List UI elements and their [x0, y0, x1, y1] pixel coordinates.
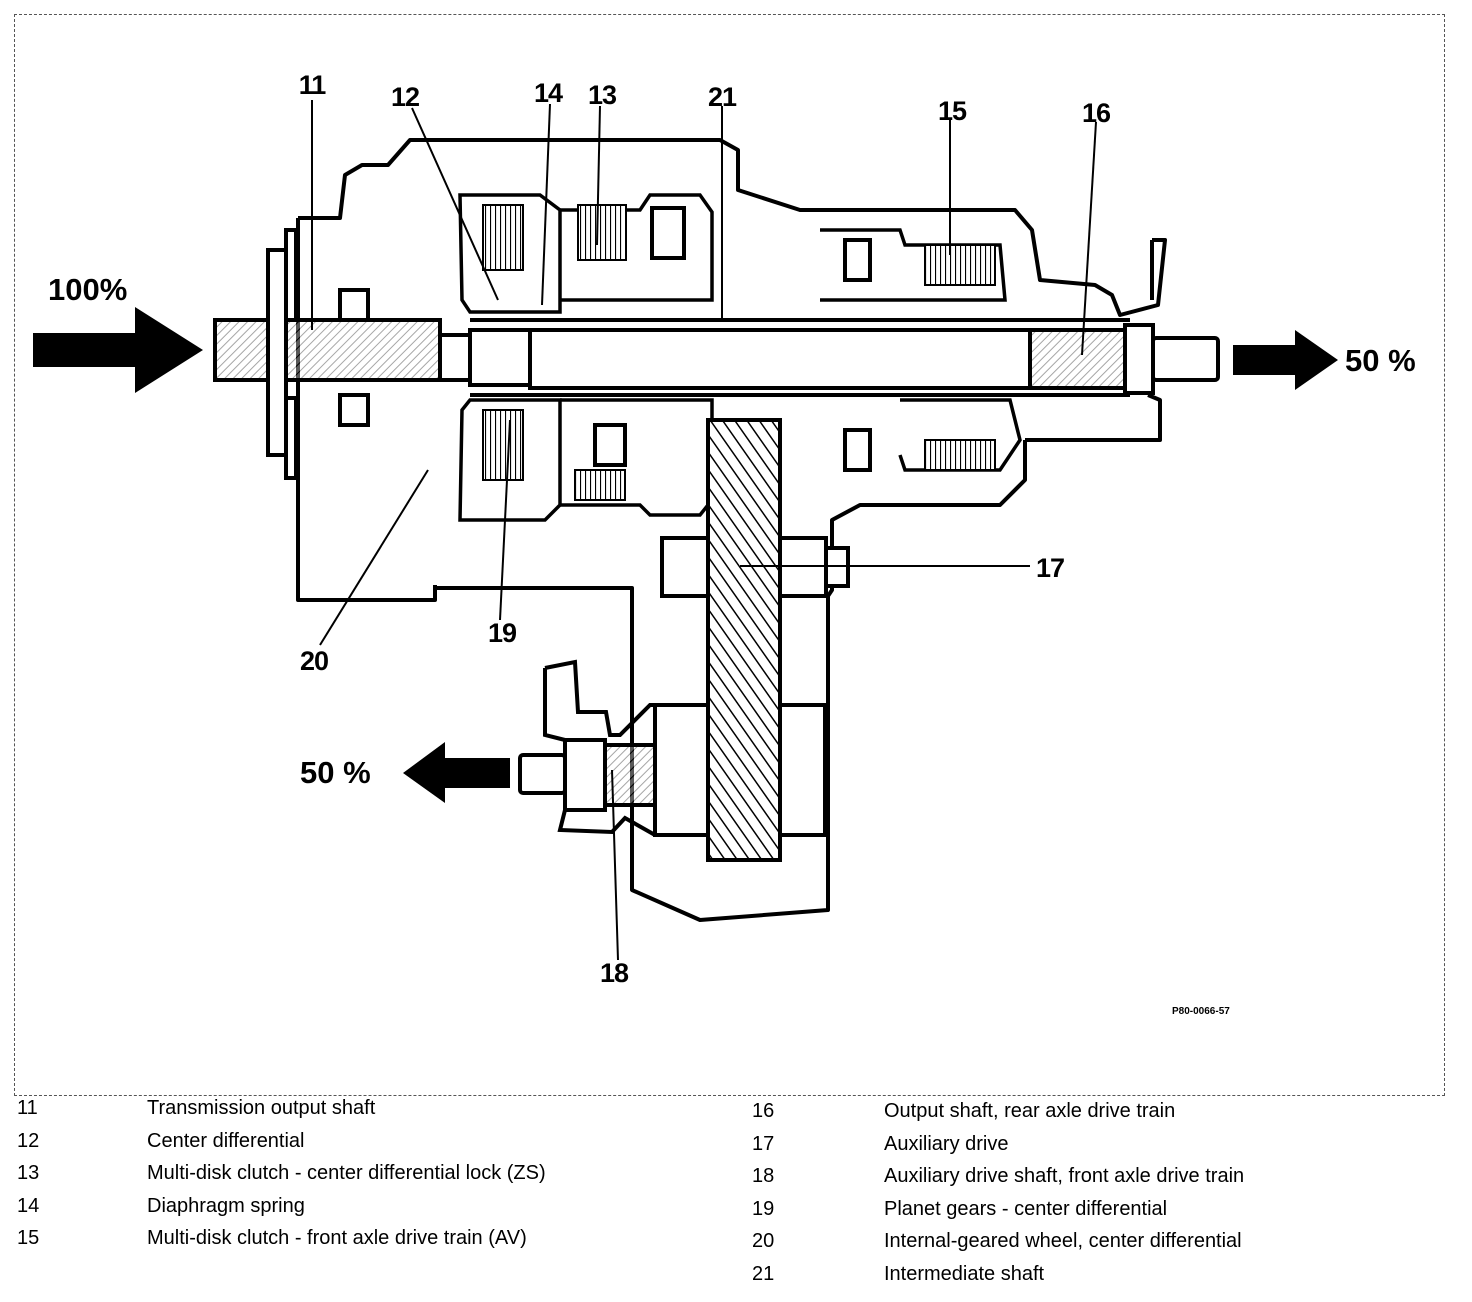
auxiliary-drive-shaft — [518, 659, 657, 837]
legend-item: 17 Auxiliary drive — [752, 1133, 1452, 1166]
housing-outline — [296, 138, 1167, 922]
legend-description: Auxiliary drive shaft, front axle drive … — [884, 1165, 1245, 1187]
rear-output-shaft — [1028, 323, 1220, 395]
front-output-percentage-label: 50 % — [300, 755, 371, 790]
legend-item: 15 Multi-disk clutch - front axle drive … — [17, 1227, 717, 1260]
legend-number: 12 — [17, 1129, 40, 1152]
legend-item: 11 Transmission output shaft — [17, 1097, 717, 1130]
legend-description: Output shaft, rear axle drive train — [884, 1100, 1176, 1122]
legend-number: 13 — [17, 1162, 40, 1184]
legend-number: 19 — [752, 1197, 775, 1220]
callout-11: 11 — [298, 70, 327, 100]
legend-item: 13 Multi-disk clutch - center differenti… — [17, 1162, 717, 1195]
auxiliary-drive-gear — [653, 418, 850, 862]
input-arrow-icon — [33, 307, 203, 393]
callout-15: 15 — [937, 96, 967, 126]
legend-description: Multi-disk clutch - center differential … — [147, 1162, 546, 1184]
clutch-packs — [482, 204, 996, 501]
callout-14: 14 — [533, 78, 563, 108]
legend-number: 15 — [17, 1227, 40, 1249]
center-differential-housing — [458, 193, 1022, 522]
legend-description: Center differential — [147, 1129, 305, 1152]
legend-item: 14 Diaphragm spring — [17, 1195, 717, 1228]
legend-description: Transmission output shaft — [147, 1097, 376, 1119]
legend-number: 20 — [752, 1230, 775, 1252]
callout-20: 20 — [299, 646, 329, 676]
front-output-arrow-icon — [403, 742, 510, 803]
legend-item: 18 Auxiliary drive shaft, front axle dri… — [752, 1165, 1452, 1198]
legend-description: Intermediate shaft — [884, 1262, 1045, 1285]
legend-number: 21 — [752, 1262, 775, 1285]
power-flow-arrows — [33, 307, 1338, 803]
rear-output-percentage-label: 50 % — [1345, 343, 1416, 378]
callout-16: 16 — [1081, 98, 1111, 128]
rear-output-arrow-icon — [1233, 330, 1338, 390]
legend-description: Internal-geared wheel, center differenti… — [884, 1230, 1242, 1252]
legend-description: Diaphragm spring — [147, 1194, 305, 1217]
input-flange — [266, 228, 370, 480]
legend-item: 19 Planet gears - center differential — [752, 1198, 1452, 1231]
diagram-frame — [14, 14, 1445, 1096]
callout-21: 21 — [707, 82, 737, 112]
callout-19: 19 — [487, 618, 517, 648]
transfer-case-cross-section — [33, 100, 1338, 961]
callout-18: 18 — [599, 958, 629, 988]
legend-item: 21 Intermediate shaft — [752, 1263, 1452, 1296]
legend-number: 14 — [17, 1194, 40, 1217]
callout-13: 13 — [587, 80, 617, 110]
callout-12: 12 — [390, 82, 420, 112]
transmission-output-shaft — [213, 318, 532, 387]
callout-17: 17 — [1035, 553, 1065, 583]
legend-right: 16 Output shaft, rear axle drive train 1… — [752, 1100, 1452, 1295]
legend-number: 17 — [752, 1132, 775, 1155]
legend-number: 11 — [17, 1097, 38, 1119]
legend-description: Planet gears - center differential — [884, 1197, 1168, 1220]
legend-left: 11 Transmission output shaft 12 Center d… — [17, 1097, 717, 1260]
legend-number: 16 — [752, 1100, 775, 1122]
drawing-code: P80-0066-57 — [1172, 1006, 1230, 1017]
legend-item: 16 Output shaft, rear axle drive train — [752, 1100, 1452, 1133]
legend-item: 12 Center differential — [17, 1130, 717, 1163]
leader-lines — [311, 100, 1097, 961]
input-percentage-label: 100% — [48, 272, 128, 307]
legend-description: Multi-disk clutch - front axle drive tra… — [147, 1227, 527, 1249]
legend-number: 18 — [752, 1165, 775, 1187]
legend-item: 20 Internal-geared wheel, center differe… — [752, 1230, 1452, 1263]
legend-description: Auxiliary drive — [884, 1132, 1009, 1155]
